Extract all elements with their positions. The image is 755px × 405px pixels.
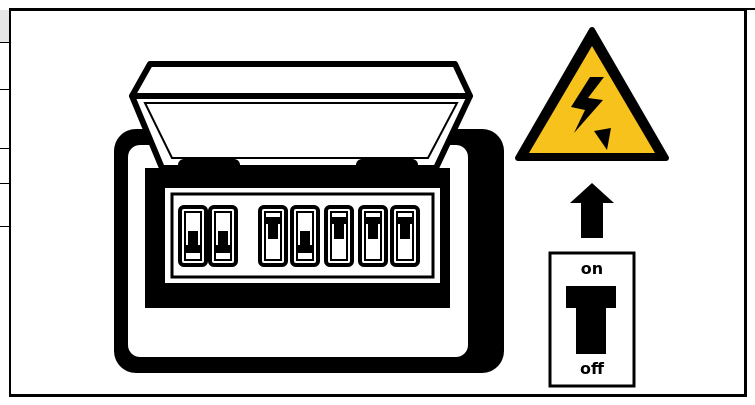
switch-off-label: off	[562, 359, 622, 378]
fuse-box-cover	[132, 64, 470, 171]
switch-on-label: on	[562, 259, 622, 278]
circuit-breaker-on	[326, 207, 352, 265]
circuit-breaker-on	[260, 207, 286, 265]
cover-latch	[356, 159, 418, 171]
circuit-breaker-off	[180, 207, 206, 265]
circuit-breaker-off	[210, 207, 236, 265]
high-voltage-warning-icon	[518, 30, 666, 158]
cover-latch	[178, 159, 240, 171]
up-arrow-icon	[570, 183, 614, 238]
breaker-row	[180, 207, 418, 265]
circuit-breaker-on	[392, 207, 418, 265]
circuit-breaker-on	[360, 207, 386, 265]
circuit-breaker-off	[292, 207, 318, 265]
